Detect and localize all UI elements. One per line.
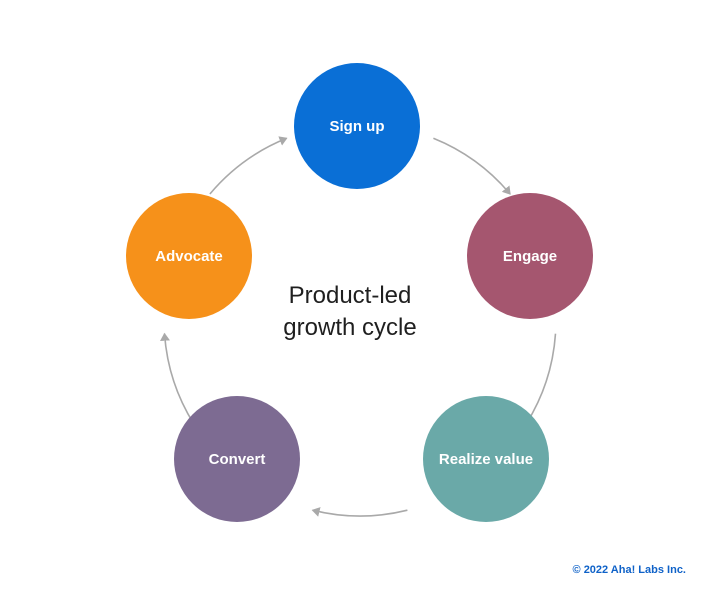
copyright-notice: © 2022 Aha! Labs Inc. xyxy=(572,564,686,576)
arrow-signup-to-engage xyxy=(433,137,511,195)
arrow-advocate-to-signup xyxy=(209,136,288,195)
stage-advocate: Advocate xyxy=(126,193,252,319)
stage-convert: Convert xyxy=(174,396,300,522)
arrow-realize-value-to-convert xyxy=(311,507,408,517)
stage-label-realize-value: Realize value xyxy=(438,450,534,468)
stage-engage: Engage xyxy=(467,193,593,319)
cycle-title: Product-led growth cycle xyxy=(235,280,465,344)
arrow-engage-to-realize-value xyxy=(525,333,557,425)
stage-sign-up: Sign up xyxy=(294,63,420,189)
stage-label-convert: Convert xyxy=(208,450,266,468)
cycle-title-line-1: Product-led xyxy=(288,282,412,309)
arrow-convert-to-advocate xyxy=(160,332,195,425)
stage-label-sign-up: Sign up xyxy=(329,117,385,135)
stage-realize-value: Realize value xyxy=(423,396,549,522)
stage-label-advocate: Advocate xyxy=(155,247,223,265)
stage-label-engage: Engage xyxy=(502,247,558,265)
cycle-title-line-2: growth cycle xyxy=(283,314,417,341)
